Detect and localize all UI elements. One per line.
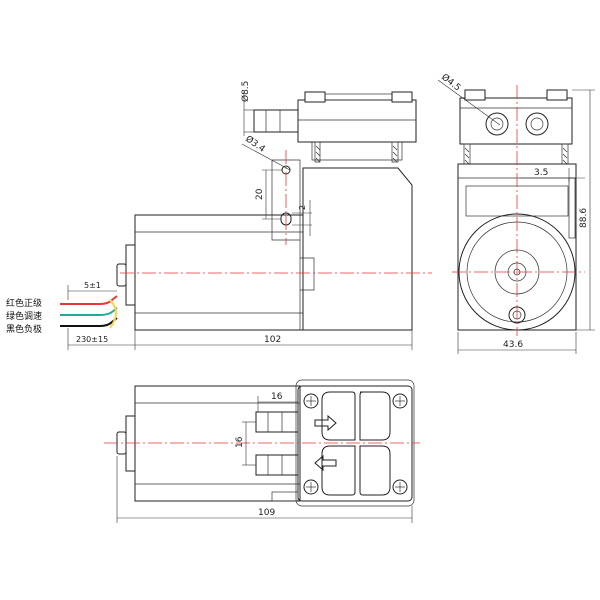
top-quadrant-tl [321,391,356,441]
top-end-cap [125,415,136,472]
side-end-cap [125,244,136,306]
flow-arrow-out-icon [314,414,337,432]
wire-red [60,295,118,305]
front-screw-right [546,89,568,101]
flow-arrow-in-icon [314,454,337,472]
front-view: Ø4.5 3.5 88.6 43.6 [437,72,595,354]
side-screw-left [304,91,326,103]
side-shaft-boss [116,263,127,287]
dim-diameter-3-4: Ø3.4 [243,133,267,154]
dim-88-6: 88.6 [579,208,589,228]
top-screw-tr [392,393,408,409]
dim-5-pm-1: 5±1 [84,281,101,290]
wire-black [60,317,118,327]
dim-diameter-8-5: Ø8.5 [240,81,251,102]
front-port-left [485,112,509,136]
top-screw-br [392,479,408,495]
top-quadrant-tr [359,391,391,441]
dim-16-side: 16 [235,436,245,448]
side-view: Ø8.5 Ø3.4 20 2 5±1 230±15 102 红色正级 绿色调速 … [6,81,432,350]
side-bracket [302,167,413,331]
dim-102: 102 [264,335,281,345]
dim-20: 20 [255,188,265,200]
side-nozzle [253,109,299,133]
dim-3-5: 3.5 [534,168,548,178]
top-nozzle-lower [255,454,299,476]
dim-109: 109 [258,508,275,518]
top-quadrant-br [359,445,391,496]
top-nozzle-upper [255,411,299,433]
wire-label-red: 红色正级 [6,297,42,309]
top-quadrant-bl [321,445,356,496]
side-pump-head [297,99,417,143]
wire-label-black: 黑色负极 [6,323,42,335]
top-view: 16 16 109 [104,379,420,523]
top-pump-head [297,385,413,502]
front-port-right [525,112,549,136]
side-screw-right [391,91,413,103]
top-screw-tl [303,393,319,409]
front-screw-left [464,89,486,101]
front-pump-head [459,97,573,145]
dim-16-top: 16 [271,392,283,402]
dim-43-6: 43.6 [503,340,523,350]
top-screw-bl [303,479,319,495]
wire-green [60,307,118,316]
dim-diameter-4-5: Ø4.5 [439,72,463,94]
wire-label-green: 绿色调速 [6,310,42,322]
dim-2: 2 [298,205,307,210]
dim-230-pm-15: 230±15 [76,335,108,344]
wire-tie [109,299,117,329]
